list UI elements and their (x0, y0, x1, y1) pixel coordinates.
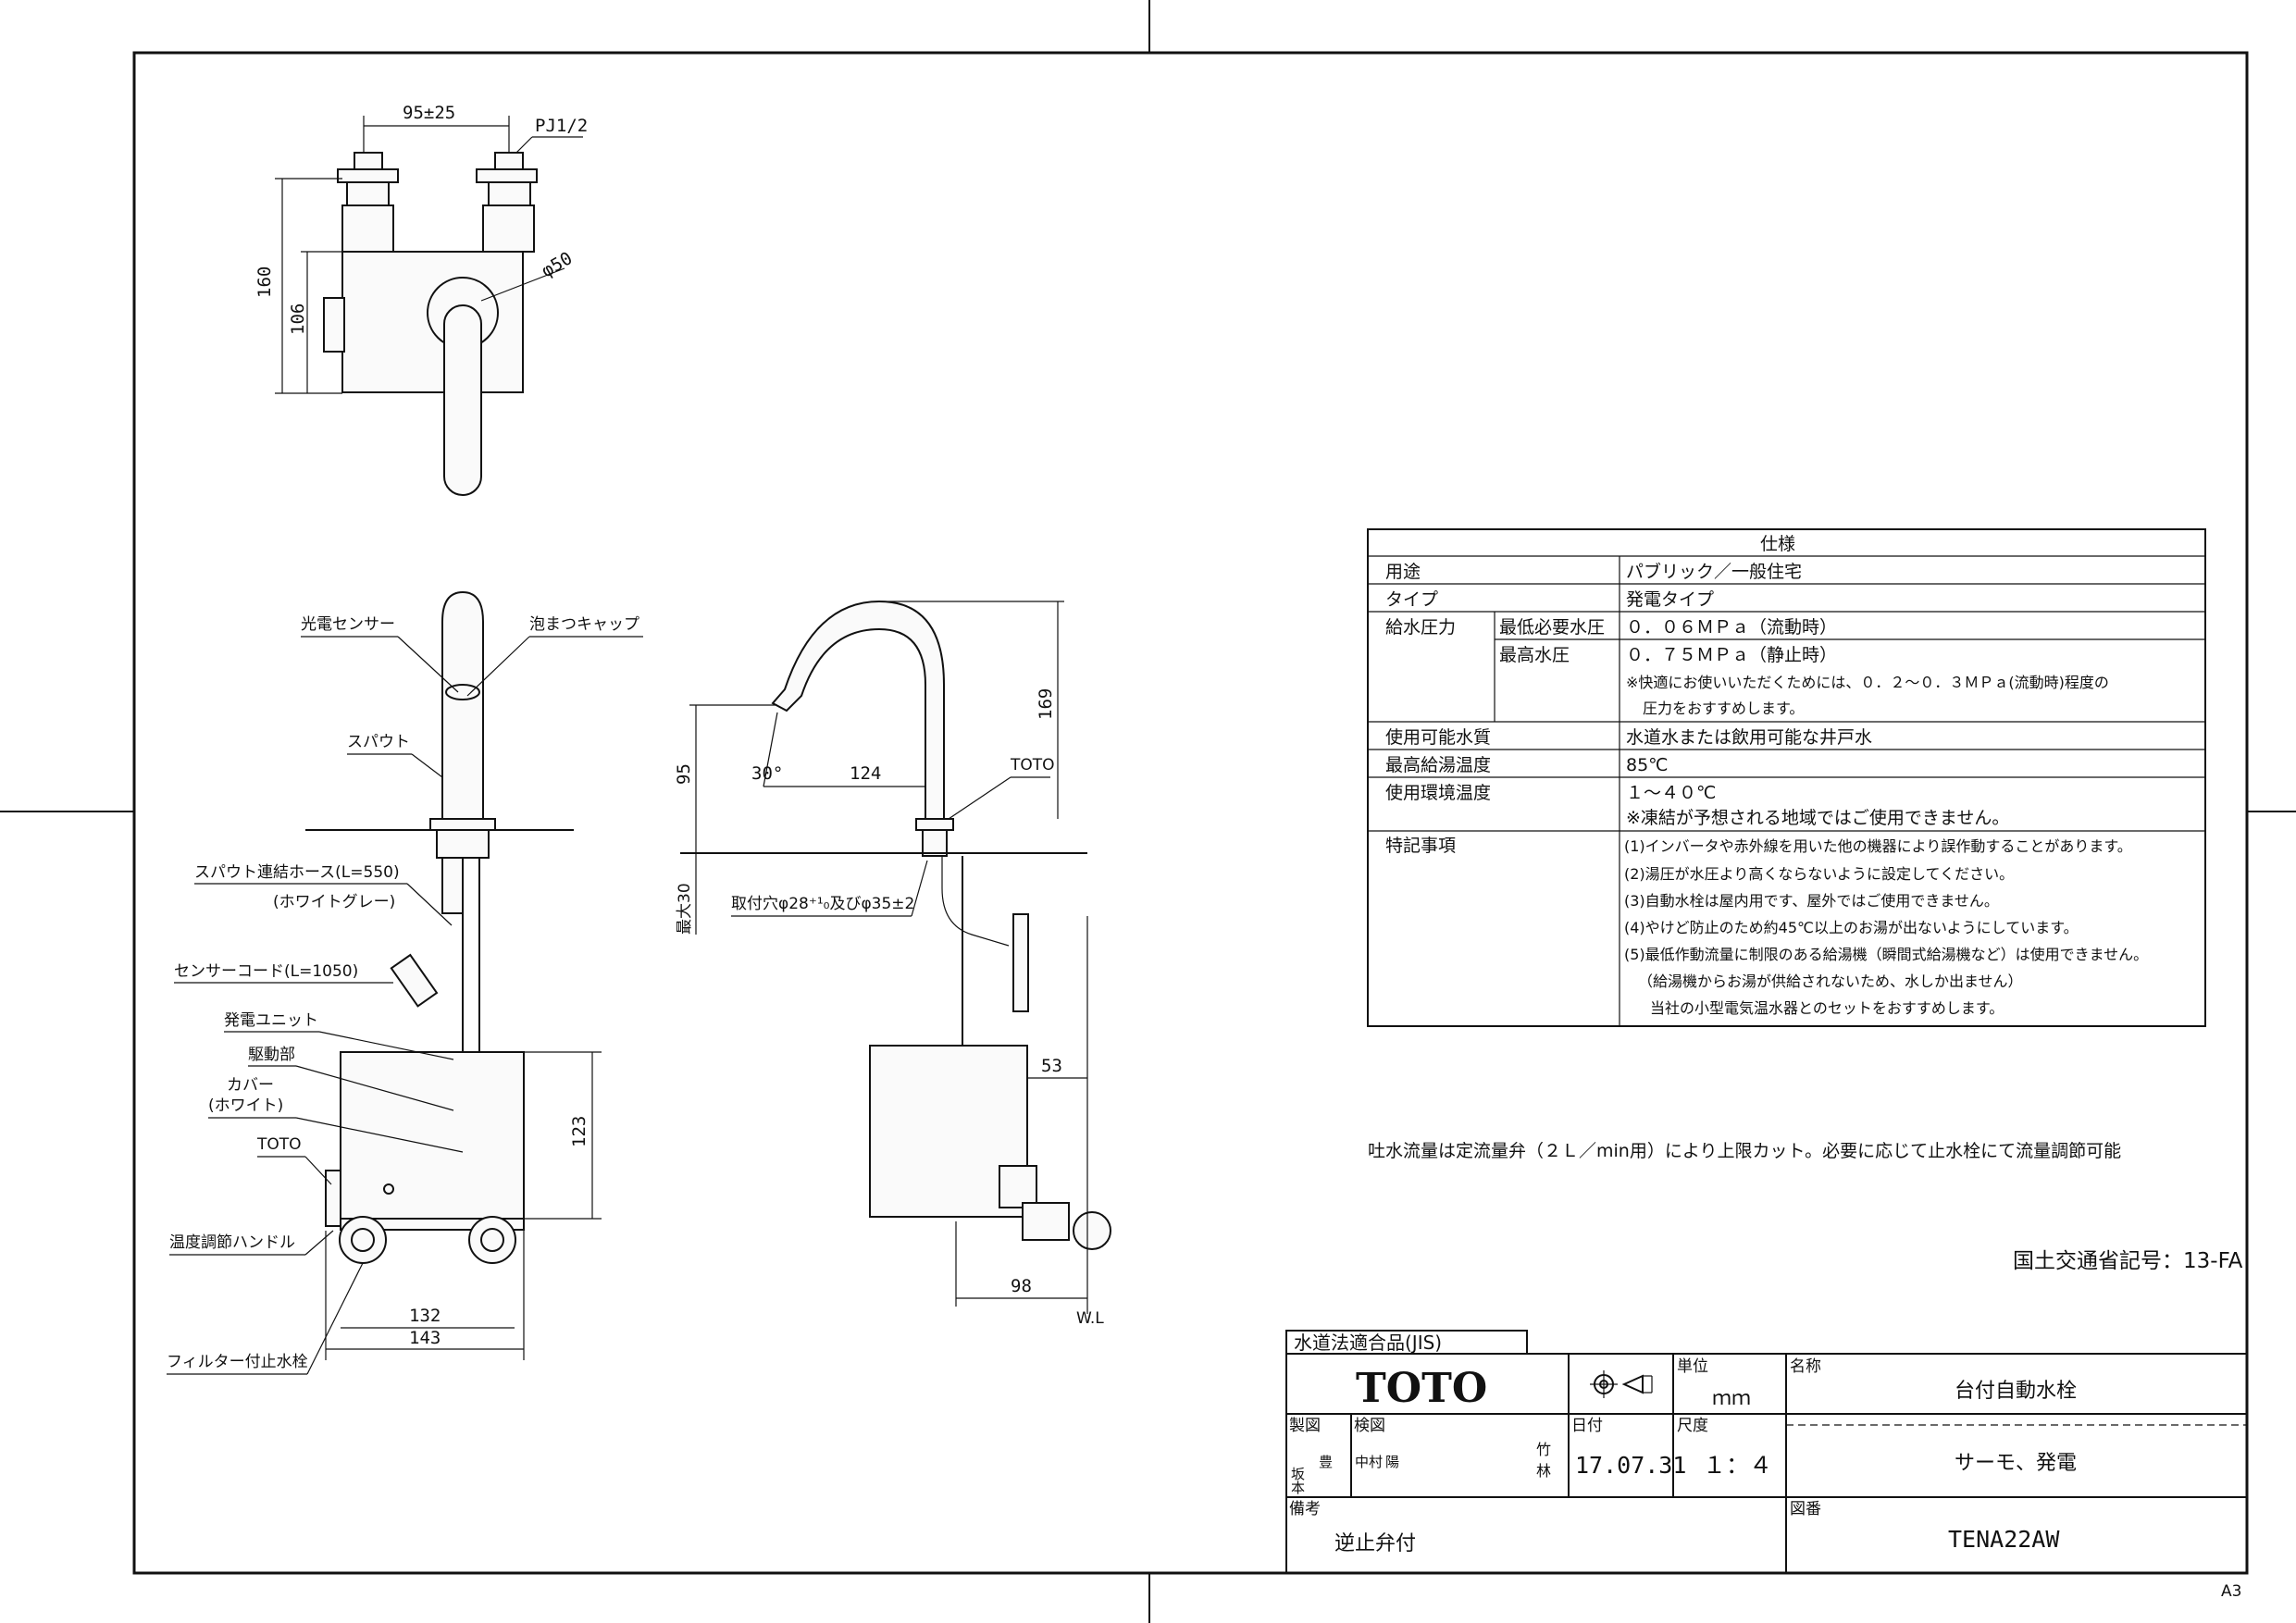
spec-note-line: (3)自動水栓は屋内用です、屋外ではご使用できません。 (1624, 892, 1999, 910)
date-value: 17.07.31 (1575, 1452, 1686, 1479)
label-cap: 泡まつキャップ (529, 615, 639, 634)
approve-name: 竹 (1536, 1441, 1551, 1458)
spec-use-label: 用途 (1385, 562, 1421, 582)
sheet-size-mark: A3 (2221, 1582, 2241, 1601)
label-hole: 取付穴φ28⁺¹₀及びφ35±2 (731, 895, 914, 913)
spec-type-value: 発電タイプ (1626, 589, 1714, 610)
spec-pressure-note1: ※快適にお使いいただくためには、０．２～０．３ＭＰａ(流動時)程度の (1626, 674, 2109, 691)
dim-h95: 95 (674, 763, 694, 785)
dim-d98: 98 (1011, 1276, 1032, 1296)
projection-symbol-icon (1590, 1370, 1653, 1398)
brand-logo: TOTO (1356, 1365, 1487, 1412)
spec-table: 仕様 用途 パブリック／一般住宅 タイプ 発電タイプ 給水圧力 最低必要水圧 ０… (1367, 528, 2206, 1027)
dim-angle: 30° (751, 763, 783, 784)
dim-reach: 124 (850, 763, 881, 784)
scale-label: 尺度 (1677, 1417, 1708, 1435)
label-generator: 発電ユニット (224, 1011, 318, 1030)
date-label: 日付 (1571, 1417, 1603, 1435)
flow-note: 吐水流量は定流量弁（２Ｌ／min用）により上限カット。必要に応じて止水栓にて流量… (1368, 1141, 2121, 1161)
spec-note-line: (1)インバータや赤外線を用いた他の機器により誤作動することがあります。 (1624, 837, 2132, 855)
label-cover: カバー (227, 1076, 274, 1095)
spec-hot-label: 最高給湯温度 (1385, 755, 1491, 775)
scale-value: １：４ (1703, 1452, 1772, 1479)
label-sensor: 光電センサー (301, 615, 395, 634)
dim-height1: 160 (254, 266, 275, 298)
dim-height2: 106 (288, 304, 308, 335)
jis-label: 水道法適合品(JIS) (1294, 1332, 1442, 1354)
spec-env-value: １～４０℃ (1626, 783, 1716, 803)
label-cover-color: (ホワイト) (208, 1096, 283, 1115)
spec-notes-label: 特記事項 (1385, 836, 1456, 856)
check-label: 検図 (1354, 1417, 1385, 1435)
top-view: 95±25 PJ1/2 φ50 160 106 (254, 103, 588, 496)
spec-quality-label: 使用可能水質 (1385, 727, 1491, 748)
unit-value: ｍｍ (1712, 1387, 1751, 1409)
mlit-code: 国土交通省記号：13-FA (2013, 1249, 2243, 1273)
spec-note-line: （給湯機からお湯が供給されないため、水しか出ません） (1638, 973, 2023, 990)
spec-note-line: (2)湯圧が水圧より高くならないように設定してください。 (1624, 865, 2014, 883)
label-drive: 駆動部 (248, 1046, 295, 1064)
drawn-name: 坂本 (1289, 1467, 1306, 1494)
check-name: 陽 (1385, 1454, 1399, 1470)
name-label: 名称 (1790, 1357, 1821, 1376)
dim-d53: 53 (1041, 1056, 1062, 1076)
spec-pressure-label: 給水圧力 (1385, 617, 1456, 638)
spec-type-label: タイプ (1385, 589, 1438, 610)
spec-note-line: 当社の小型電気温水器とのセットをおすすめします。 (1650, 999, 2004, 1017)
remarks-label: 備考 (1289, 1500, 1321, 1518)
title-block: 水道法適合品(JIS) TOTO 単位 ｍｍ 名称 台付自動水栓 サーモ、発電 … (1285, 1330, 2248, 1574)
label-toto-side: TOTO (1010, 756, 1055, 774)
label-hose-color: (ホワイトグレー) (273, 893, 395, 911)
spec-hot-value: 85℃ (1626, 755, 1669, 775)
spec-pressure-sub2: 最高水圧 (1499, 645, 1570, 665)
label-stopvalve: フィルター付止水栓 (167, 1353, 308, 1371)
spec-env-label: 使用環境温度 (1385, 783, 1491, 803)
spec-pressure-val2: ０．７５ＭＰａ（静止時） (1626, 645, 1837, 665)
spec-pressure-sub1: 最低必要水圧 (1499, 617, 1605, 638)
dim-pipe: PJ1/2 (535, 116, 588, 136)
check-name: 中村 (1355, 1454, 1383, 1470)
dim-h123: 123 (569, 1116, 590, 1147)
dim-h169: 169 (1036, 688, 1056, 720)
drawn-label: 製図 (1289, 1417, 1321, 1435)
spec-note-line: (4)やけど防止のため約45℃以上のお湯が出ないようにしています。 (1624, 919, 2079, 936)
spec-env-note: ※凍結が予想される地域ではご使用できません。 (1626, 808, 2009, 828)
spec-pressure-note2: 圧力をおすすめします。 (1643, 700, 1804, 717)
label-cord: センサーコード(L=1050) (174, 962, 358, 981)
dim-max30: 最大30 (676, 883, 694, 935)
label-spout: スパウト (347, 733, 410, 751)
dim-w143: 143 (409, 1328, 441, 1348)
label-hose: スパウト連結ホース(L=550) (194, 863, 400, 882)
name-value: 台付自動水栓 (1955, 1380, 2077, 1403)
drawing-no-label: 図番 (1790, 1500, 1821, 1518)
label-handle: 温度調節ハンドル (169, 1233, 295, 1252)
spec-pressure-val1: ０．０６ＭＰａ（流動時） (1626, 617, 1837, 638)
front-view: 123 132 143 光電センサー 泡まつキャップ スパウト スパウト連結ホー… (167, 590, 643, 1375)
unit-label: 単位 (1677, 1357, 1708, 1376)
spec-use-value: パブリック／一般住宅 (1626, 561, 1802, 582)
approve-name: 林 (1536, 1462, 1551, 1480)
sub-name: サーモ、発電 (1955, 1452, 2077, 1475)
dim-w132: 132 (409, 1306, 441, 1326)
side-view: 169 95 最大30 124 30° TOTO 取付穴φ28⁺¹₀及びφ35±… (674, 600, 1111, 1328)
dim-width: 95±25 (403, 103, 455, 123)
drawing-no-value: TENA22AW (1948, 1526, 2060, 1553)
label-toto-front: TOTO (256, 1135, 302, 1154)
label-wl: W.L (1076, 1309, 1104, 1328)
remarks-value: 逆止弁付 (1334, 1532, 1416, 1555)
spec-title: 仕様 (1760, 534, 1795, 554)
spec-quality-value: 水道水または飲用可能な井戸水 (1626, 727, 1872, 748)
drawn-name: 豊 (1319, 1454, 1333, 1470)
spec-note-line: (5)最低作動流量に制限のある給湯機（瞬間式給湯機など）は使用できません。 (1624, 946, 2148, 963)
